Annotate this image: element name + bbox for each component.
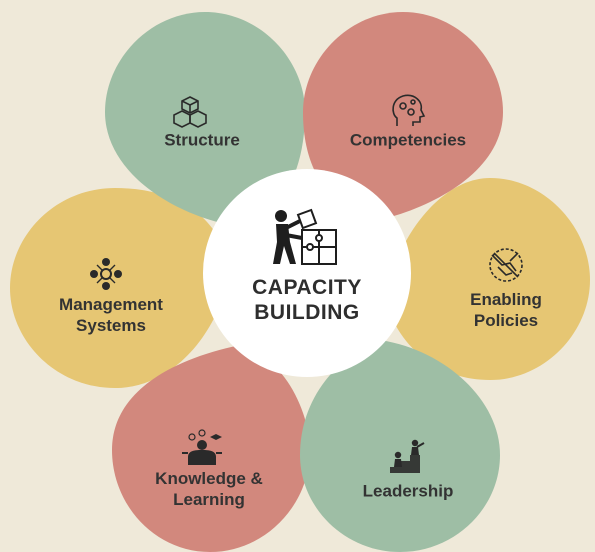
petal-label-knowledge-learning: Knowledge & Learning	[155, 469, 263, 509]
petal-enabling-policies	[385, 178, 590, 380]
stairs-people-icon	[390, 439, 425, 473]
center-title: CAPACITY BUILDING	[252, 276, 362, 324]
petal-label-competencies: Competencies	[349, 130, 467, 150]
network-people-icon	[90, 258, 122, 290]
petal-leadership	[300, 340, 500, 552]
cubes-icon	[173, 96, 207, 128]
petal-knowledge-learning	[112, 345, 310, 552]
petal-label-leadership: Leadership	[362, 481, 454, 501]
head-gears-icon	[392, 94, 426, 126]
petal-label-management-systems: Management Systems	[59, 295, 163, 335]
petal-structure	[105, 12, 305, 228]
petal-competencies	[303, 12, 503, 222]
puzzle-worker-icon	[273, 208, 337, 265]
center-circle	[203, 169, 411, 377]
handshake-icon	[489, 248, 523, 282]
petal-label-enabling-policies: Enabling Policies	[470, 290, 542, 330]
petal-label-structure: Structure	[164, 130, 240, 150]
petal-management-systems	[10, 188, 230, 388]
learner-icon	[182, 429, 222, 465]
